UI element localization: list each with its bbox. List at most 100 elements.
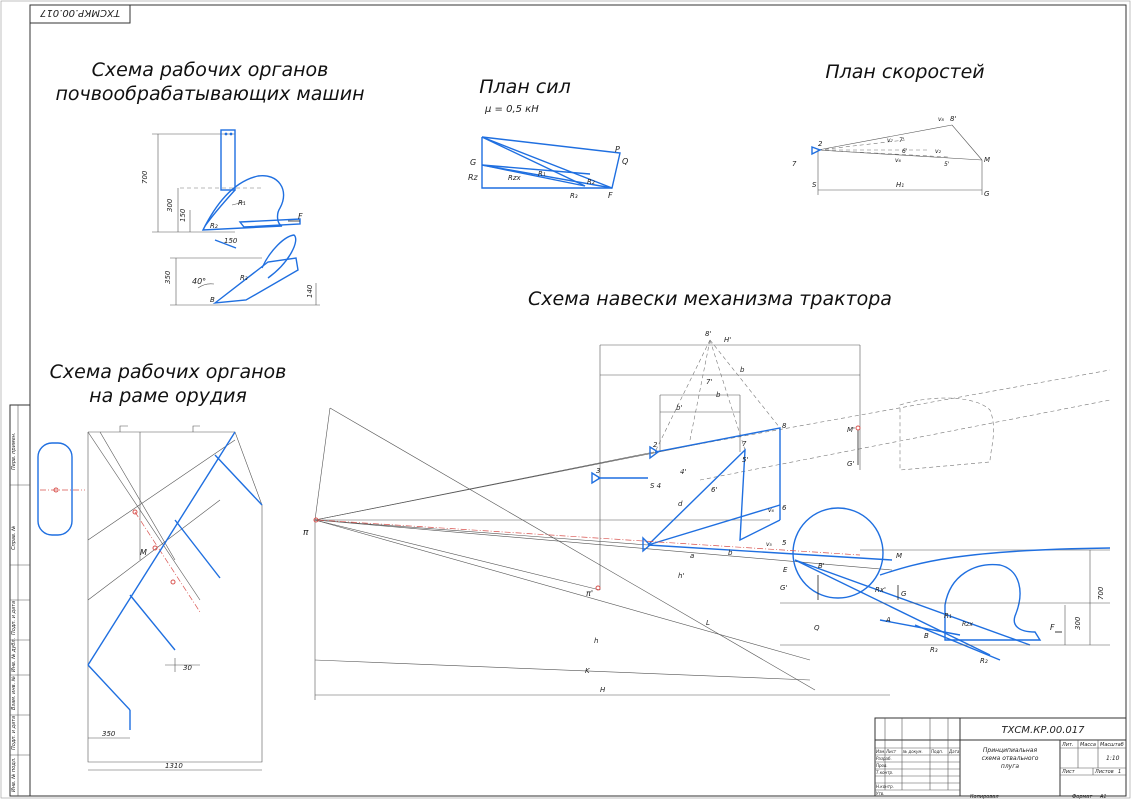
hl-d: d [678, 500, 683, 508]
frame-tools-section: Схема рабочих органов на раме орудия M 3… [37, 361, 286, 771]
hl-rxp: Rx' [875, 586, 886, 594]
soil-label-r3: R₃ [240, 274, 248, 282]
force-plan-title: План сил [479, 76, 570, 98]
angle-40: 40° [192, 277, 206, 286]
sp-v7: v₇ [887, 137, 894, 144]
sp-7p: 7' [899, 137, 905, 144]
fp-rz: Rz [468, 173, 479, 182]
tb-lit: Лит. [1061, 742, 1074, 748]
side-3: Подп. и дата [11, 601, 17, 635]
tb-scale: 1:10 [1106, 755, 1120, 762]
fp-r2: R₂ [587, 178, 595, 186]
plough-post [220, 129, 236, 191]
share-plan [212, 257, 299, 304]
frame-detail [37, 442, 73, 536]
side-4: Инв. № дубл. [11, 638, 17, 672]
hl-q: Q [814, 624, 820, 632]
tb-sheets: 1 [1118, 769, 1121, 775]
frame-tools-title-2: на раме орудия [89, 385, 247, 407]
frame-beam [87, 431, 236, 666]
top-stamp-text: ТХСМКР.00.017 [39, 7, 120, 18]
tb-role-3: Т.контр. [876, 770, 893, 775]
sp-8p: 8' [950, 115, 956, 123]
side-7: Инв. № подл. [11, 758, 17, 793]
frame-dim-1310: 1310 [165, 762, 183, 770]
sp-s: S [812, 181, 817, 189]
hl-mp: M' [847, 426, 855, 434]
soil-tools-section: Схема рабочих органов почвообрабатывающи… [55, 59, 365, 306]
hl-b1: b [740, 366, 745, 374]
tb-h-date: Дата [948, 749, 960, 754]
tb-scale-h: Масштаб [1100, 742, 1124, 748]
fp-rzx: Rzx [508, 174, 522, 182]
hl-5p: 5' [742, 456, 748, 464]
hl-pip: π' [586, 589, 593, 598]
hl-b3: b [728, 549, 733, 557]
soil-label-b: B [210, 296, 215, 304]
dim-150: 150 [179, 208, 187, 222]
hl-7: 7 [742, 440, 747, 448]
hl-r2: R₂ [980, 657, 988, 665]
dim-140: 140 [306, 284, 314, 298]
tb-h-doc: № докум. [902, 749, 923, 754]
hl-gp: G' [780, 584, 787, 592]
frame-outline [87, 431, 263, 763]
soil-label-r1: R₁ [238, 199, 246, 207]
tb-h-list: Лист [885, 749, 897, 754]
tb-name-3: плуга [1001, 763, 1019, 770]
tb-role-5: Н.контр. [876, 784, 894, 789]
tb-name-1: Принципиальная [983, 747, 1038, 754]
fp-f: F [608, 191, 613, 200]
fp-g: G [470, 158, 476, 167]
tb-h-podp: Подп. [931, 749, 943, 754]
side-strip: Перв. примен. Справ. № Подп. и дата Инв.… [9, 404, 31, 797]
hitch-title: Схема навески механизма трактора [528, 288, 892, 310]
tb-sheets-label: Листов [1094, 769, 1114, 775]
force-plan-section: План сил μ = 0,5 кН G Rz Rzx R₁ R₂ R₃ P … [468, 76, 628, 200]
tb-h-izm: Изм. [876, 749, 885, 754]
sp-h1: H₁ [896, 181, 904, 189]
tb-sheet: Лист [1061, 769, 1076, 775]
side-1: Перв. примен. [11, 432, 17, 470]
fp-r3: R₃ [570, 192, 578, 200]
sp-2: 2 [818, 140, 823, 148]
hl-8: 8 [782, 422, 787, 430]
hl-a: a [690, 552, 694, 560]
hl-6p: 6' [711, 486, 717, 494]
sp-5p: 5' [944, 161, 950, 168]
hl-dim-700: 700 [1097, 586, 1105, 600]
hl-8p: 8' [705, 330, 711, 338]
sp-m: M [984, 156, 990, 164]
fp-r1: R₁ [538, 170, 546, 178]
frame-label-m: M [140, 548, 147, 557]
hl-s4: S 4 [650, 482, 661, 490]
hl-r1: R₁ [944, 612, 952, 620]
hl-bp2: B' [818, 562, 825, 570]
soil-tools-title-1: Схема рабочих органов [92, 59, 329, 81]
plough-body [944, 563, 1042, 641]
hl-2: 2 [653, 441, 658, 449]
sp-v6: v₆ [895, 157, 902, 164]
hl-gp2: G' [847, 460, 854, 468]
tb-format-val: А1 [1099, 794, 1107, 800]
wheel-circle [792, 507, 884, 599]
soil-tools-title-2: почвообрабатывающих машин [55, 83, 364, 105]
hl-v6: v₆ [768, 507, 775, 514]
hl-h2: H [600, 686, 606, 694]
hl-bp: b' [676, 404, 682, 412]
soil-label-f: F [298, 212, 303, 221]
tb-role-2: Пров. [876, 763, 888, 768]
hl-4p: 4' [680, 468, 686, 476]
tb-code: ТХСМ.КР.00.017 [1001, 725, 1085, 736]
speed-plan-title: План скоростей [825, 61, 984, 83]
hl-hp: H' [724, 336, 731, 344]
title-block: ТХСМ.КР.00.017 Принципиальная схема отва… [874, 717, 1127, 800]
tb-role-1: Разраб. [876, 756, 892, 761]
fp-p: P [615, 145, 620, 154]
top-stamp: ТХСМКР.00.017 [29, 4, 131, 24]
tb-mass: Масса [1080, 742, 1096, 748]
soil-label-r2: R₂ [210, 222, 218, 230]
dim-350: 350 [164, 270, 172, 284]
hl-a2: A [885, 616, 891, 624]
hl-hp2: h' [678, 572, 684, 580]
